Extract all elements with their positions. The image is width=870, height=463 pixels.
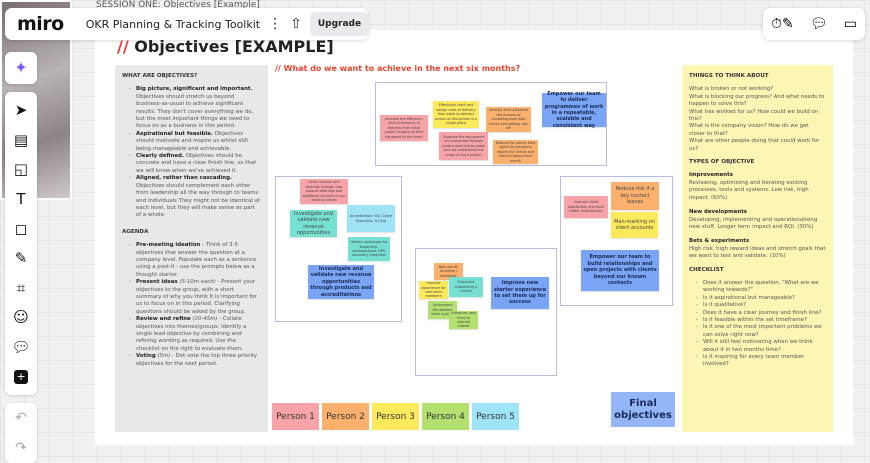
- share-upload-icon[interactable]: ⇧: [290, 16, 302, 32]
- person-1-sticky[interactable]: Person 1: [272, 403, 319, 430]
- sticky-note[interactable]: Introduce new hires to internal culture: [449, 311, 478, 329]
- agenda-item: Pre-meeting ideation - Think of 3-5 obje…: [129, 242, 261, 279]
- sticky-note[interactable]: Improve experience for new team members: [419, 281, 448, 299]
- group-frame-onboarding[interactable]: New starter schedule / timetable Improve…: [415, 248, 557, 376]
- sticky-note[interactable]: Simplify and systemise the process of re…: [486, 107, 531, 132]
- sticky-note[interactable]: Employee onboarding & comms: [449, 277, 483, 297]
- collab-bar: ⏱︎✎ 💬︎ ▭: [763, 8, 865, 40]
- checklist-item: Does it answer the question, "What are w…: [696, 280, 826, 295]
- sticky-note[interactable]: Effectively track and assign roles of de…: [433, 101, 479, 128]
- add-more-icon[interactable]: +: [14, 369, 28, 384]
- frame-label[interactable]: SESSION ONE: Objectives [Example]: [96, 0, 260, 10]
- objective-card[interactable]: Investigate and validate new revenue opp…: [308, 265, 374, 299]
- types-heading: TYPES OF OBJECTIVE: [689, 159, 755, 166]
- reactions-icon[interactable]: ⏱︎✎: [771, 16, 794, 32]
- more-options-icon[interactable]: ⋮: [268, 16, 283, 32]
- sticky-note[interactable]: Improve the efficiency and consistency o…: [380, 115, 428, 141]
- group-frame-delivery[interactable]: Improve the efficiency and consistency o…: [375, 82, 607, 166]
- templates-icon[interactable]: ▤: [13, 130, 29, 149]
- type-name: Bets & experiments: [689, 238, 750, 245]
- toolbar: ➤ ▤ ◱ T ◻ ✎ ⌗ ☺ 💬︎ +: [5, 92, 37, 395]
- agenda-item: Voting (5m) - Dot vote the top three pri…: [129, 353, 261, 368]
- checklist-item: Will it still feel motivating when we th…: [696, 339, 826, 354]
- think-heading: THINGS TO THINK ABOUT: [689, 73, 769, 79]
- pen-icon[interactable]: ✎: [14, 249, 28, 268]
- redo-icon[interactable]: ↷: [15, 440, 27, 456]
- type-desc: High risk, high reward ideas and stretch…: [689, 245, 826, 260]
- shapes-icon[interactable]: ◻: [14, 219, 28, 238]
- final-objectives-card[interactable]: Final objectives: [611, 392, 675, 427]
- objective-card[interactable]: Empower our team to deliver programmes o…: [542, 91, 606, 129]
- person-3-sticky[interactable]: Person 3: [372, 403, 419, 430]
- type-desc: Reviewing, optimising and iterating exis…: [689, 179, 809, 201]
- guide-heading: WHAT ARE OBJECTIVES?: [122, 73, 198, 79]
- undo-icon[interactable]: ↶: [15, 410, 27, 426]
- guide-item: Aspirational but feasible. Objectives sh…: [129, 131, 261, 153]
- checklist-heading: CHECKLIST: [689, 266, 724, 273]
- frame-icon[interactable]: ⌗: [16, 278, 26, 297]
- sticky-note[interactable]: Man-marking on client accounts: [611, 212, 658, 238]
- sticky-note[interactable]: Investigate and validate new revenue opp…: [290, 210, 337, 237]
- question: What is blocking our progress? And what …: [689, 93, 825, 108]
- sticky-note[interactable]: New starter schedule / timetable: [434, 263, 463, 280]
- checklist-item: Is it aspirational but manageable?: [696, 295, 826, 303]
- select-cursor-icon[interactable]: ➤: [14, 101, 28, 120]
- checklist-item: Is it qualitative?: [696, 302, 826, 310]
- checklist-item: Does it have a clear journey and finish …: [696, 310, 826, 318]
- sticky-note-icon[interactable]: ◱: [13, 160, 29, 179]
- group-frame-clients[interactable]: Improve client satisfaction and build be…: [560, 176, 673, 306]
- question: What has worked for us? How could we bui…: [689, 108, 819, 123]
- sticky-note[interactable]: Reduce the admin time spent on preparing…: [493, 140, 538, 164]
- type-desc: Developing, implementing and operational…: [689, 216, 818, 230]
- board-title[interactable]: OKR Planning & Tracking Toolkit: [85, 17, 261, 31]
- sticky-note[interactable]: Grow revenue and diversify through new p…: [300, 179, 348, 204]
- question: What is broken or not working?: [689, 86, 774, 93]
- guide-item: Aligned, rather than cascading. Objectiv…: [129, 175, 261, 219]
- sticky-note[interactable]: Organise the documents and processes thr…: [439, 132, 488, 160]
- sticky-note[interactable]: Reduce risk if a key contact leaves: [611, 182, 659, 210]
- text-icon[interactable]: T: [16, 190, 26, 209]
- question: What is the company vision? How do we ge…: [689, 123, 809, 137]
- objectives-guide-panel: WHAT ARE OBJECTIVES? Big picture, signif…: [115, 65, 268, 432]
- person-2-sticky[interactable]: Person 2: [322, 403, 369, 430]
- miro-logo[interactable]: miro: [17, 13, 64, 35]
- objective-card[interactable]: Improve new starter experience to set th…: [491, 277, 549, 309]
- board-question: // What do we want to achieve in the nex…: [275, 64, 521, 73]
- video-icon[interactable]: ▭: [843, 16, 857, 32]
- group-frame-revenue[interactable]: Grow revenue and diversify through new p…: [275, 176, 402, 322]
- type-name: Improvements: [689, 172, 733, 179]
- things-to-think-about-panel: THINGS TO THINK ABOUT What is broken or …: [682, 65, 833, 432]
- undo-redo-panel: ↶ ↷: [5, 403, 37, 463]
- objective-card[interactable]: Empower our team to build relationships …: [581, 250, 659, 291]
- sticky-note[interactable]: Accreditation: ISO, Cyber Essentials, B …: [347, 205, 395, 232]
- chat-icon[interactable]: 💬︎: [809, 16, 828, 32]
- page-title: // Objectives [EXAMPLE]: [117, 37, 334, 56]
- sticky-note[interactable]: Holistic workshops for leadership, retro…: [348, 237, 390, 261]
- upgrade-button[interactable]: Upgrade: [309, 12, 370, 36]
- guide-item: Big picture, significant and important. …: [129, 86, 261, 130]
- agenda-item: Review and refine (30-45m) - Collate obj…: [129, 316, 261, 353]
- person-5-sticky[interactable]: Person 5: [472, 403, 519, 430]
- comment-icon[interactable]: 💬︎: [11, 338, 31, 357]
- agenda-item: Present ideas (5-10m each) - Present you…: [129, 279, 261, 316]
- sticker-icon[interactable]: ☺: [13, 308, 29, 327]
- question: What are other people doing that could w…: [689, 138, 820, 152]
- guide-item: Clearly defined. Objectives should be co…: [129, 153, 261, 175]
- sticky-note[interactable]: Improve client satisfaction and build be…: [564, 196, 608, 218]
- checklist-item: Is it inspiring for every team member in…: [696, 354, 826, 369]
- agenda-heading: AGENDA: [122, 228, 149, 235]
- person-4-sticky[interactable]: Person 4: [422, 403, 469, 430]
- checklist-item: Is it feasible within the set timeframe?: [696, 317, 826, 325]
- top-bar: miro OKR Planning & Tracking Toolkit ⋮ ⇧…: [5, 8, 370, 40]
- type-name: New developments: [689, 209, 748, 216]
- checklist-item: Is it one of the most important problems…: [696, 324, 826, 339]
- ai-sparkle-button[interactable]: ✦: [5, 52, 37, 84]
